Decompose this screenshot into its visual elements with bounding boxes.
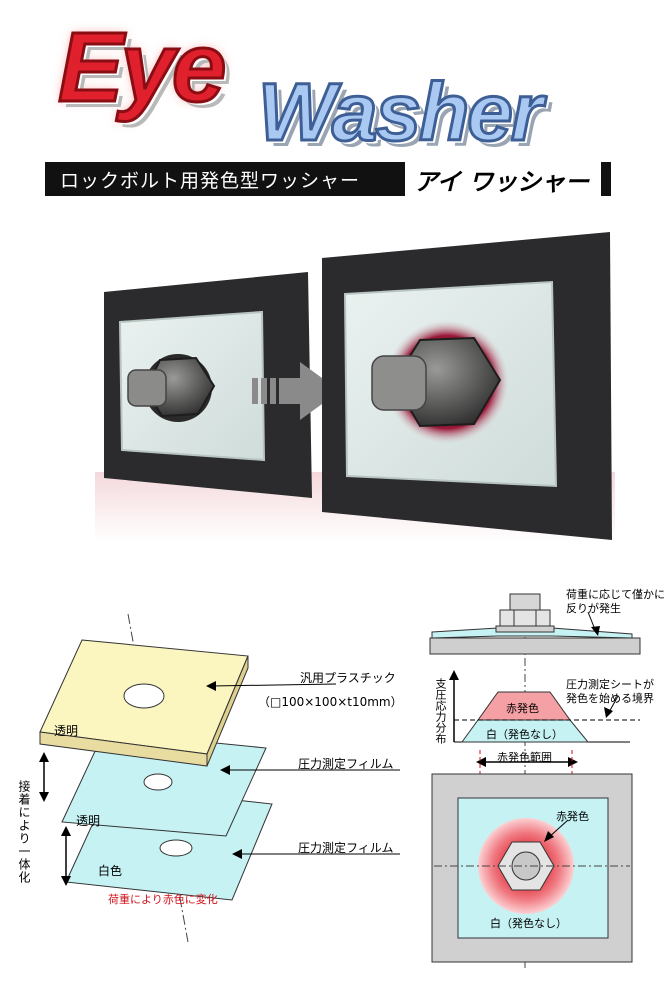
white-zone-label: 白（発色なし） xyxy=(486,728,563,741)
mechanism-diagram xyxy=(429,593,641,968)
bottom-layer-note: 荷重により赤色に変化 xyxy=(108,893,218,906)
bond-label: 接着により一体化 xyxy=(17,780,31,884)
middle-film xyxy=(61,731,267,837)
product-name: アイ ワッシャー xyxy=(414,168,590,196)
plan-white-label: 白（発色なし） xyxy=(490,917,567,930)
red-range-label: 赤発色範囲 xyxy=(497,751,552,764)
logo-eye: Eye xyxy=(56,12,227,122)
product-name-box xyxy=(405,158,601,196)
callout-film-2: 圧力測定フィルム xyxy=(298,841,394,855)
before-after-arrow xyxy=(252,362,340,420)
middle-layer-label: 透明 xyxy=(76,814,101,828)
photo-after xyxy=(322,232,612,540)
red-zone-label: 赤発色 xyxy=(506,702,539,715)
plan-red-label: 赤発色 xyxy=(556,810,589,823)
deflection-note-2: 反りが発生 xyxy=(566,602,621,615)
deflection-note-1: 荷重に応じて僅かに xyxy=(566,588,665,601)
photo-before xyxy=(104,272,312,498)
threshold-note-1: 圧力測定シートが xyxy=(566,678,654,691)
subtitle-text: ロックボルト用発色型ワッシャー xyxy=(60,170,361,192)
layer-diagram xyxy=(39,613,400,943)
plastic-block xyxy=(39,639,249,767)
logo-washer: Washer xyxy=(257,67,545,158)
threshold-note-2: 発色を始める境界 xyxy=(566,692,654,705)
callout-plastic: 汎用プラスチック xyxy=(300,671,396,685)
callout-plastic-size: （□100×100×t10mm） xyxy=(258,695,403,709)
bottom-layer-label: 白色 xyxy=(98,864,123,878)
top-layer-label: 透明 xyxy=(54,724,79,738)
product-photo xyxy=(95,232,615,542)
callout-film-1: 圧力測定フィルム xyxy=(298,757,394,771)
y-axis-label: 支圧応力分布 xyxy=(434,678,447,744)
